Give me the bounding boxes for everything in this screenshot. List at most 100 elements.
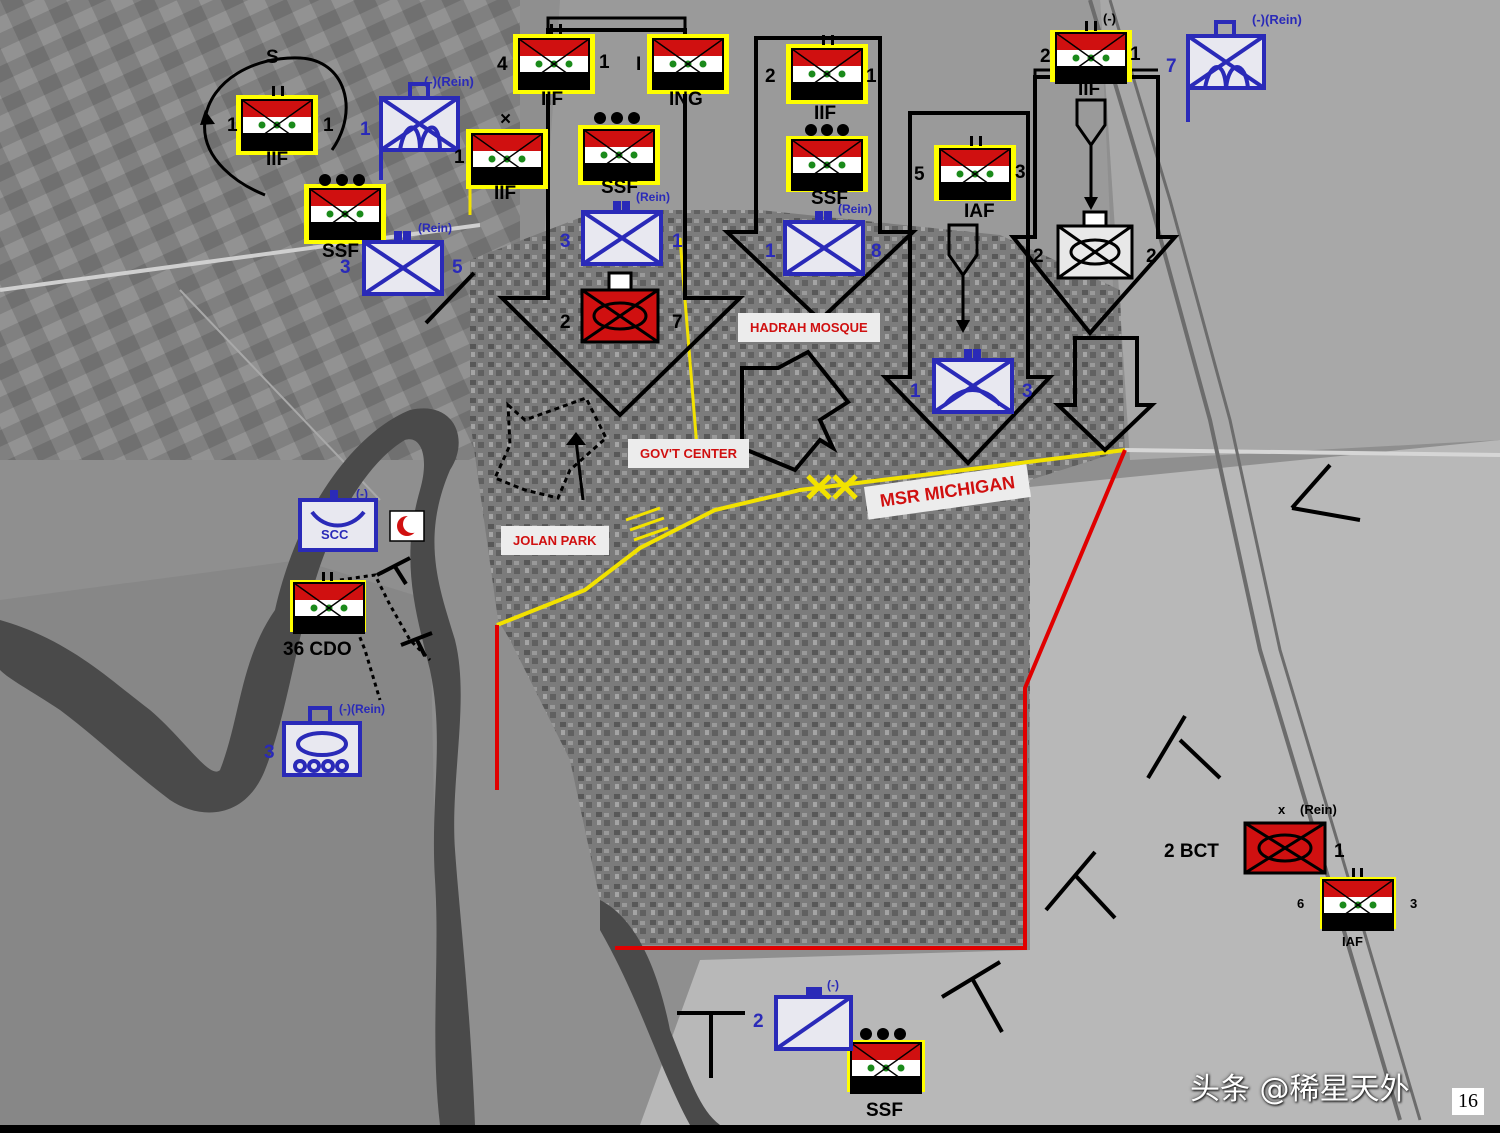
attack-arrow-5 [1053,336,1157,453]
dashed-arrow-jolan [492,396,608,500]
friendly-unit-7-airborne [1186,20,1266,122]
unit-label: 8 [871,241,882,262]
unit-label: (-) [356,487,368,501]
iraqi-unit-iaf-2 [1320,868,1396,931]
unit-label: (Rein) [418,221,452,235]
iraqi-unit-iaf-1 [934,136,1016,201]
iraqi-unit-36-cdo [290,572,366,634]
unit-label: IIF [266,149,289,170]
iraqi-unit-ssi [304,174,386,244]
unit-label: SSF [601,177,638,198]
iraqi-unit-iif-1 [236,86,318,155]
unit-label: S [266,47,279,68]
attack-arrow-2 [721,36,919,323]
unit-label: 1 [910,381,921,402]
unit-label: IAF [964,201,995,222]
unit-label: 1 [599,52,610,73]
bottom-bar [0,1125,1500,1133]
unit-label: (-)(Rein) [1252,12,1302,27]
attack-arrow-3 [880,111,1055,466]
unit-label: I [636,54,642,75]
unit-label: 2 BCT [1164,841,1219,862]
unit-label: IIF [1078,79,1101,100]
iraqi-unit-ssf-2 [786,124,868,192]
label-hadrah-mosque: HADRAH MOSQUE [738,313,880,342]
friendly-unit-3-5 [362,231,444,296]
euphrates-river [0,408,475,1125]
friendly-unit-1-airborne [379,82,460,180]
iraqi-unit-ssf-3 [847,1028,925,1094]
attack-arrow-hadrah [740,349,851,473]
friendly-unit-1-8 [783,211,865,276]
msr-michigan-line [496,448,1126,627]
unit-label: 3 [264,742,275,763]
block-symbol-6 [376,556,411,586]
unit-label: 2 [1146,246,1157,267]
unit-label: × [500,109,512,130]
unit-label: 2 [753,1011,764,1032]
friendly-unit-2-cav [774,987,853,1051]
block-symbol-7 [400,631,433,657]
unit-label: ING [669,89,703,110]
unit-label: (Rein) [1300,802,1337,817]
unit-label: 3 [1022,381,1033,402]
iraqi-unit-ing [647,34,729,94]
unit-label: 6 [1297,896,1305,911]
unit-label: (Rein) [838,202,872,216]
unit-label: 36 CDO [283,639,352,660]
friendly-unit-3-armor [282,706,362,777]
unit-label: 3 [560,231,571,252]
unit-label: 5 [452,257,463,278]
unit-label: (-)(Rein) [339,702,385,716]
page-number: 16 [1452,1088,1484,1115]
unit-label: 1 [672,231,683,252]
iraqi-unit-iif-11 [786,35,868,104]
label-jolan-park: JOLAN PARK [501,526,609,555]
unit-label: (-) [827,978,839,992]
unit-label: (Rein) [636,190,670,204]
friendly-unit-3-1 [581,201,663,266]
unit-label: SCC [321,527,349,542]
unit-label: x [1278,802,1286,817]
unit-label: 1 [323,115,334,136]
unit-label: 2 [765,66,776,87]
label-govt-center: GOV'T CENTER [628,439,749,468]
unit-label: 2 [560,312,571,333]
unit-label: 1 [360,119,371,140]
unit-label: 1 [454,147,465,168]
armor-unit-2-7 [580,271,660,344]
watermark: 头条 @稀星天外 [1190,1072,1410,1107]
unit-label: 1 [866,66,877,87]
unit-label: 3 [340,257,351,278]
unit-label: 7 [672,312,683,333]
block-symbol-2 [1146,714,1222,780]
armor-unit-2-2 [1056,210,1134,280]
unit-label: 2 [1040,46,1051,67]
iraqi-unit-ssf-1 [578,112,660,185]
unit-label: 5 [914,164,925,185]
unit-label: SSF [811,188,848,209]
unit-label: 7 [1166,56,1177,77]
friendly-unit-1-3-mech [932,349,1014,414]
iraqi-unit-iif-3 [466,129,548,189]
unit-label: IIF [494,183,517,204]
unit-label: 3 [1015,162,1026,183]
armor-unit-2-bct [1243,821,1327,875]
unit-label: (-) [1103,11,1116,26]
block-symbol-3 [1044,850,1117,920]
unit-label: 4 [497,54,508,75]
iraqi-unit-iif-16 [1050,21,1132,84]
unit-label: 2 [1033,246,1044,267]
unit-label: 1 [227,115,238,136]
unit-label: 3 [1410,896,1418,911]
unit-label: 1 [1130,44,1141,65]
attack-arrow-4 [1008,75,1180,337]
block-symbol-5 [677,1011,745,1078]
unit-label: IAF [1342,934,1363,949]
southern-boundary [615,449,1127,950]
unit-label: SSF [322,241,359,262]
friendly-unit-scc [298,490,378,552]
unit-label: 1 [1334,841,1345,862]
